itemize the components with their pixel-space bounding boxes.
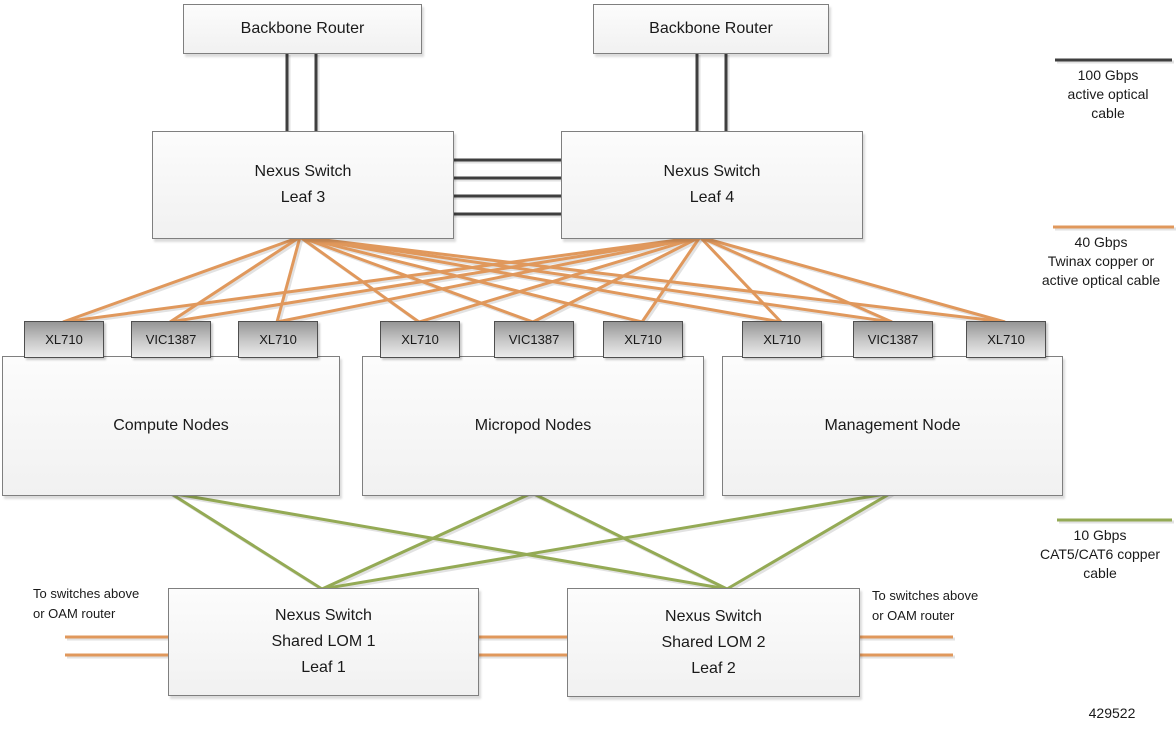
wire-compute-lom1 [169,491,323,591]
nic-label: VIC1387 [145,332,197,347]
right-oam-note-line1: To switches above [872,588,979,603]
management-node-box: Management Node [722,356,1063,496]
compute-nodes-box: Compute Nodes [2,356,340,496]
left-oam-note-line1: To switches above [33,586,140,601]
leaf3-label-line1: Nexus Switch [254,163,352,180]
nic-label: XL710 [45,332,83,347]
nic-label: XL710 [259,332,297,347]
wire-leaf4-nic1 [62,235,701,324]
lom1-label-line2: Shared LOM 1 [271,633,376,650]
leaf3-label-line2: Leaf 3 [280,189,326,206]
nexus-switch-lom2-leaf2: Nexus Switch Shared LOM 2 Leaf 2 [567,588,860,697]
legend-10g-line1: 10 Gbps [1073,527,1127,543]
legend-10g-line3: cable [1083,565,1117,581]
backbone-router-1: Backbone Router [183,4,422,54]
leaf-to-nic-wires [62,235,1006,324]
right-oam-note: To switches above or OAM router [872,586,1012,626]
nic-label: XL710 [624,332,662,347]
wire-leaf3-nic8 [299,235,893,324]
figure-number: 429522 [1088,705,1136,721]
micropod-nodes-label: Micropod Nodes [474,417,592,434]
wire-leaf4-nic2 [169,235,701,324]
nic-compute-vic1387: VIC1387 [131,321,211,358]
wire-micropod-lom1 [321,491,533,591]
backbone-uplink-wires [285,53,728,133]
wire-leaf4-nic6 [640,236,702,323]
legend-100g-line2: active optical [1067,86,1149,102]
legend-40g-label: 40 Gbps Twinax copper or active optical … [1026,233,1176,290]
lom2-label-line3: Leaf 2 [691,659,736,677]
nexus-switch-leaf3: Nexus Switch Leaf 3 [152,131,454,239]
wire-leaf3-nic2 [169,235,301,324]
backbone-router-1-label: Backbone Router [240,20,365,37]
legend-swatch-lines [1053,58,1174,522]
nic-management-xl710-2: XL710 [966,321,1046,358]
backbone-router-2-label: Backbone Router [649,20,773,37]
legend-40g-line2: Twinax copper or [1047,253,1155,269]
nic-micropod-vic1387: VIC1387 [494,321,574,358]
nic-compute-xl710-2: XL710 [238,321,318,358]
wire-leaf3-nic1 [62,235,301,324]
nic-management-vic1387: VIC1387 [853,321,933,358]
inter-leaf-wires [451,158,562,216]
management-node-label: Management Node [824,417,961,434]
leaf4-label-line2: Leaf 4 [689,189,735,206]
lom-stub-wires [65,635,953,657]
left-oam-note: To switches above or OAM router [33,584,165,624]
node-to-lom-wires [169,491,892,591]
wire-leaf4-nic3 [276,235,701,324]
wire-leaf4-nic5 [532,235,701,324]
nexus-switch-lom1-leaf1: Nexus Switch Shared LOM 1 Leaf 1 [168,588,479,696]
wire-leaf3-nic6 [299,235,643,324]
wire-leaf4-nic8 [699,235,893,324]
micropod-nodes-box: Micropod Nodes [362,356,704,496]
wire-management-lom1 [321,491,892,591]
nic-micropod-xl710-1: XL710 [380,321,460,358]
nic-label: XL710 [763,332,801,347]
legend-100g-line3: cable [1091,105,1125,121]
lom1-label-line1: Nexus Switch [275,607,372,624]
left-oam-note-line2: or OAM router [33,606,116,621]
wire-leaf4-nic7 [698,235,783,324]
nic-management-xl710-1: XL710 [742,321,822,358]
legend-100g-line1: 100 Gbps [1077,67,1139,83]
lom2-label-line2: Shared LOM 2 [661,633,766,651]
right-oam-note-line2: or OAM router [872,608,955,623]
legend-10g-label: 10 Gbps CAT5/CAT6 copper cable [1024,526,1176,583]
nic-micropod-xl710-2: XL710 [603,321,683,358]
lom1-label-line3: Leaf 1 [301,659,346,676]
wire-leaf3-nic7 [299,235,782,324]
legend-10g-line2: CAT5/CAT6 copper [1039,546,1161,562]
wire-leaf4-nic4 [418,235,701,324]
legend-40g-line1: 40 Gbps [1074,234,1128,250]
nic-label: XL710 [987,332,1025,347]
nexus-switch-leaf4: Nexus Switch Leaf 4 [561,131,863,239]
backbone-router-2: Backbone Router [593,4,829,54]
lom2-label-line1: Nexus Switch [665,607,762,625]
nic-label: VIC1387 [508,332,560,347]
nic-label: VIC1387 [867,332,919,347]
wire-leaf3-nic9 [299,235,1006,324]
nic-compute-xl710-1: XL710 [24,321,104,358]
compute-nodes-label: Compute Nodes [113,417,229,434]
wire-leaf3-nic4 [299,235,420,324]
legend-100g-label: 100 Gbps active optical cable [1038,66,1176,123]
wire-leaf4-nic9 [699,235,1006,324]
leaf4-label-line1: Nexus Switch [663,163,761,180]
wire-micropod-lom2 [531,491,728,591]
legend-40g-line3: active optical cable [1041,272,1161,288]
nic-label: XL710 [401,332,439,347]
wire-management-lom2 [726,491,892,591]
wire-compute-lom2 [169,491,728,591]
wire-leaf3-nic3 [275,236,302,323]
wire-leaf3-nic5 [299,235,534,324]
